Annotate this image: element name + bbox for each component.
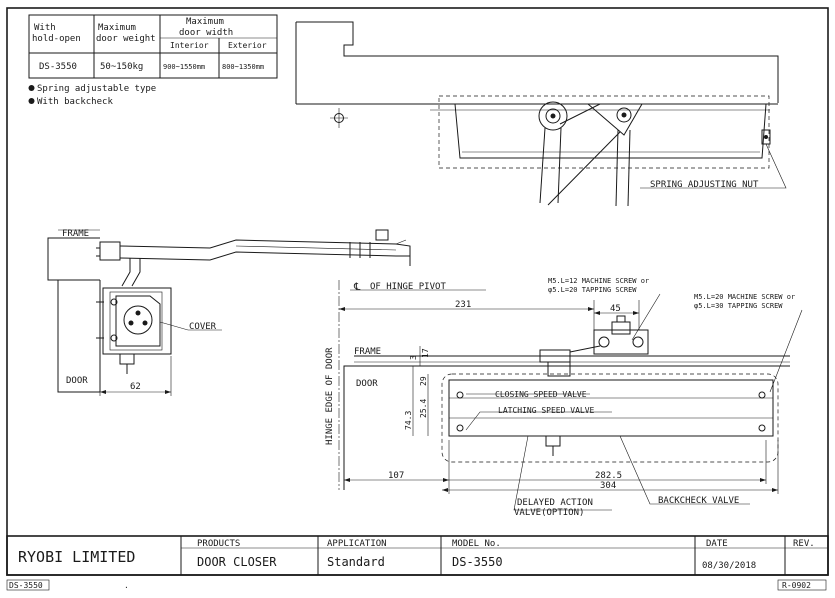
- footer-left-code: DS-3550: [9, 581, 43, 590]
- table-header-maximum-width: Maximum: [186, 17, 224, 27]
- footer-dot: .: [124, 581, 129, 590]
- table-header-maximum: Maximum: [98, 23, 136, 33]
- label-door-side: DOOR: [66, 376, 88, 386]
- feature-item: With backcheck: [37, 97, 113, 107]
- screw-note-1b: φ5.L=20 TAPPING SCREW: [548, 286, 637, 294]
- company-name: RYOBI LIMITED: [18, 548, 135, 566]
- table-header-door-weight: door weight: [96, 34, 156, 44]
- header-model: MODEL No.: [452, 539, 501, 549]
- dim-62: 62: [130, 382, 141, 392]
- label-delayed-action: DELAYED ACTION: [517, 498, 593, 508]
- label-door-front: DOOR: [356, 379, 378, 389]
- label-spring-adjusting-nut: SPRING ADJUSTING NUT: [650, 180, 759, 190]
- footer-right-code: R-0902: [782, 581, 811, 590]
- label-frame-side: FRAME: [62, 229, 89, 239]
- feature-item: Spring adjustable type: [37, 84, 156, 94]
- screw-note-2a: M5.L=20 MACHINE SCREW or: [694, 293, 795, 301]
- dim-107: 107: [388, 471, 404, 481]
- label-backcheck-valve: BACKCHECK VALVE: [658, 496, 739, 506]
- front-view: ℄ OF HINGE PIVOT HINGE EDGE OF DOOR 231 …: [325, 277, 803, 518]
- dim-282-5: 282.5: [595, 471, 622, 481]
- dim-74-3: 74.3: [404, 411, 413, 430]
- screw-note-2b: φ5.L=30 TAPPING SCREW: [694, 302, 783, 310]
- label-valve-option: VALVE(OPTION): [514, 508, 584, 518]
- label-cover: COVER: [189, 322, 217, 332]
- table-header-door-width: door width: [179, 28, 233, 38]
- label-latching-speed-valve: LATCHING SPEED VALVE: [498, 406, 595, 415]
- title-block: RYOBI LIMITED PRODUCTS APPLICATION MODEL…: [6, 535, 829, 576]
- table-header-interior: Interior: [170, 41, 209, 50]
- dim-231: 231: [455, 300, 471, 310]
- dim-17: 17: [421, 348, 430, 358]
- table-header-exterior: Exterior: [228, 41, 267, 50]
- table-cell-model: DS-3550: [39, 62, 77, 72]
- dim-25-4: 25.4: [419, 399, 428, 418]
- table-header-hold-open: hold-open: [32, 34, 81, 44]
- dim-29: 29: [419, 376, 428, 386]
- top-view: SPRING ADJUSTING NUT: [295, 21, 787, 207]
- label-frame-front: FRAME: [354, 347, 381, 357]
- bullet-icon: [28, 98, 35, 104]
- header-products: PRODUCTS: [197, 539, 240, 549]
- table-cell-interior: 900~1550mm: [163, 63, 205, 71]
- centerline-symbol: ℄: [353, 282, 361, 293]
- value-model: DS-3550: [452, 555, 503, 569]
- header-application: APPLICATION: [327, 539, 387, 549]
- table-header-with: With: [34, 23, 56, 33]
- header-date: DATE: [706, 539, 728, 549]
- value-products: DOOR CLOSER: [197, 555, 277, 569]
- feature-list: Spring adjustable type With backcheck: [28, 84, 156, 107]
- table-cell-weight: 50~150kg: [100, 62, 143, 72]
- dim-45: 45: [610, 304, 621, 314]
- dim-304: 304: [600, 481, 616, 491]
- side-view: FRAME DOOR COVER: [47, 229, 411, 396]
- dim-3: 3: [409, 355, 418, 360]
- value-date: 08/30/2018: [702, 561, 756, 571]
- label-closing-speed-valve: CLOSING SPEED VALVE: [495, 390, 587, 399]
- header-rev: REV.: [793, 539, 815, 549]
- label-hinge-edge: HINGE EDGE OF DOOR: [325, 347, 335, 445]
- bullet-icon: [28, 85, 35, 91]
- label-hinge-pivot: OF HINGE PIVOT: [370, 282, 446, 292]
- footer: DS-3550 . R-0902: [6, 579, 827, 591]
- spec-table: With hold-open Maximum door weight Maxim…: [28, 14, 278, 79]
- table-cell-exterior: 800~1350mm: [222, 63, 264, 71]
- value-application: Standard: [327, 555, 385, 569]
- screw-note-1a: M5.L=12 MACHINE SCREW or: [548, 277, 649, 285]
